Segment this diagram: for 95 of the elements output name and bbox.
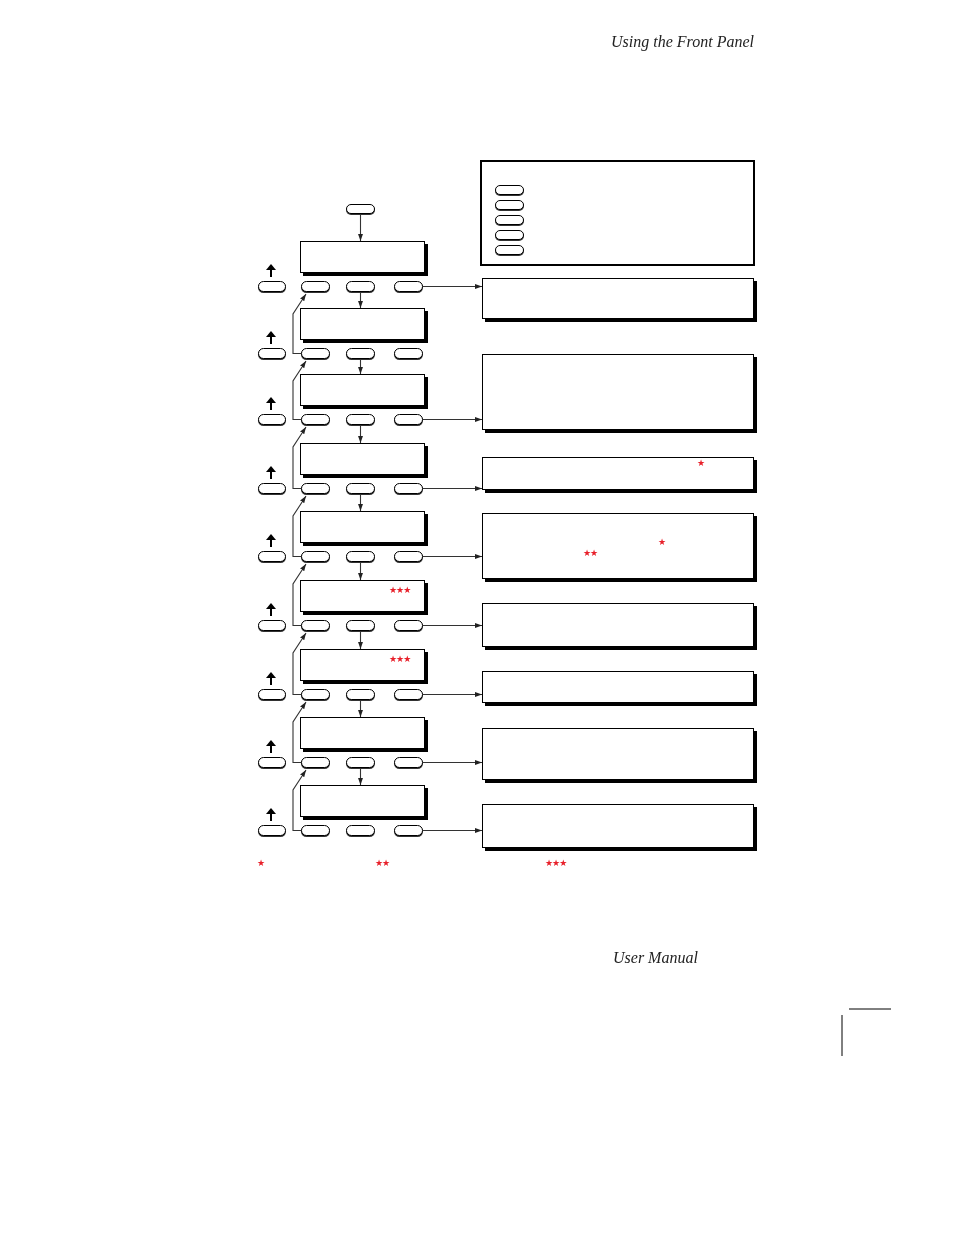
panel-button: [394, 620, 423, 631]
arrow: [358, 291, 363, 309]
description-box: [482, 513, 754, 579]
arrow: [422, 692, 483, 697]
arrow: [358, 424, 363, 444]
footnote-mark: ★★★: [545, 859, 567, 868]
panel-button: [495, 185, 524, 195]
panel-button: [346, 551, 375, 562]
footnote-mark: ★★★: [389, 655, 411, 664]
panel-button: [495, 245, 524, 255]
description-box: [482, 671, 754, 703]
arrow: [292, 701, 307, 764]
panel-button: [495, 215, 524, 225]
display-panel: [300, 308, 425, 340]
footnote-mark: ★★: [375, 859, 390, 868]
arrow: [358, 561, 363, 581]
panel-button: [346, 757, 375, 768]
arrow: [358, 213, 363, 242]
description-box: [482, 354, 754, 430]
arrow: [422, 417, 483, 422]
description-box: [482, 728, 754, 780]
panel-button: [394, 825, 423, 836]
arrow: [358, 358, 363, 375]
footnote-mark: ★: [658, 538, 666, 547]
panel-button: [346, 825, 375, 836]
panel-button: [495, 230, 524, 240]
panel-button: [258, 551, 286, 562]
panel-button: [394, 281, 423, 292]
panel-button: [258, 620, 286, 631]
arrow: [422, 828, 483, 833]
display-panel: [300, 580, 425, 612]
arrow: [422, 623, 483, 628]
arrow: [422, 486, 483, 491]
panel-button: [346, 348, 375, 359]
display-panel: [300, 443, 425, 475]
footnote-mark: ★: [257, 859, 265, 868]
panel-button: [346, 281, 375, 292]
panel-button: [346, 204, 375, 214]
panel-button: [301, 348, 330, 359]
footnote-mark: ★: [697, 459, 705, 468]
panel-button: [394, 757, 423, 768]
panel-button: [258, 483, 286, 494]
panel-button: [394, 689, 423, 700]
panel-button: [258, 414, 286, 425]
display-panel: [300, 374, 425, 406]
panel-button: [346, 483, 375, 494]
arrow: [422, 284, 483, 289]
arrow: [292, 563, 307, 627]
arrow: [292, 426, 307, 490]
description-box: [482, 457, 754, 490]
arrow: [422, 760, 483, 765]
description-box: [482, 278, 754, 319]
arrow: [292, 293, 307, 355]
panel-button: [258, 281, 286, 292]
panel-button: [394, 483, 423, 494]
panel-button: [301, 825, 330, 836]
running-footer: User Manual: [613, 949, 698, 967]
panel-button: [301, 414, 330, 425]
panel-button: [258, 757, 286, 768]
arrow: [358, 699, 363, 718]
panel-button: [394, 348, 423, 359]
panel-button: [346, 620, 375, 631]
display-panel: [300, 241, 425, 273]
footnote-mark: ★★: [583, 549, 598, 558]
arrow: [358, 493, 363, 512]
panel-button: [394, 414, 423, 425]
display-panel: [300, 785, 425, 817]
panel-button: [301, 689, 330, 700]
panel-button: [301, 551, 330, 562]
arrow: [292, 495, 307, 558]
arrow: [358, 767, 363, 786]
display-panel: [300, 511, 425, 543]
arrow: [422, 554, 483, 559]
panel-button: [258, 348, 286, 359]
panel-button: [258, 825, 286, 836]
panel-button: [495, 200, 524, 210]
arrow: [292, 360, 307, 421]
footnote-mark: ★★★: [389, 586, 411, 595]
display-panel: [300, 649, 425, 681]
description-box: [482, 603, 754, 647]
panel-button: [346, 414, 375, 425]
panel-button: [301, 483, 330, 494]
running-header: Using the Front Panel: [611, 33, 754, 51]
panel-button: [394, 551, 423, 562]
key-panel: [480, 160, 755, 266]
display-panel: [300, 717, 425, 749]
arrow: [358, 630, 363, 650]
panel-button: [301, 620, 330, 631]
arrow: [292, 769, 307, 832]
panel-button: [301, 757, 330, 768]
panel-button: [258, 689, 286, 700]
panel-button: [301, 281, 330, 292]
description-box: [482, 804, 754, 848]
arrow: [292, 632, 307, 696]
panel-button: [346, 689, 375, 700]
